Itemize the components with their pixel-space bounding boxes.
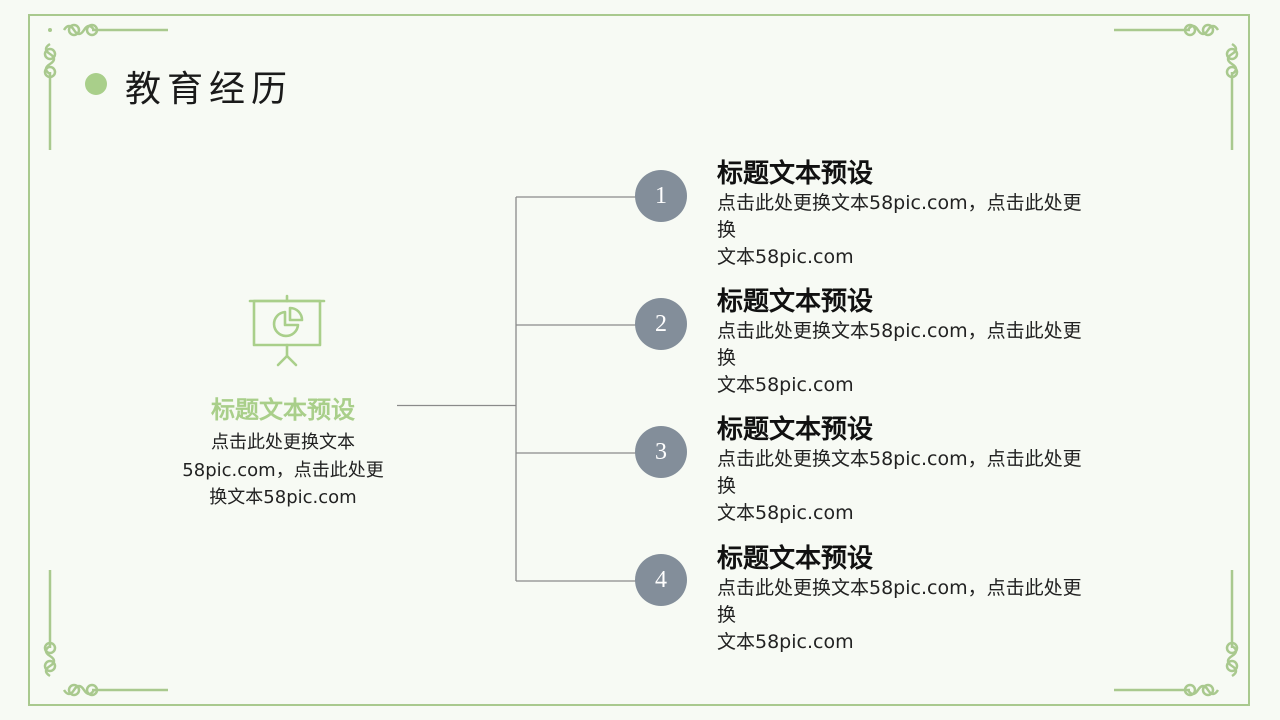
item-3-description: 点击此处更换文本58pic.com，点击此处更换 文本58pic.com [717,446,1097,527]
item-4-description: 点击此处更换文本58pic.com，点击此处更换 文本58pic.com [717,575,1097,656]
item-desc-line: 点击此处更换文本58pic.com，点击此处更换 [717,320,1082,369]
center-desc-line: 换文本58pic.com [209,487,357,508]
item-desc-line: 点击此处更换文本58pic.com，点击此处更换 [717,192,1082,241]
item-1-description: 点击此处更换文本58pic.com，点击此处更换 文本58pic.com [717,190,1097,271]
item-desc-line: 点击此处更换文本58pic.com，点击此处更换 [717,577,1082,626]
node-4: 4 [635,554,687,606]
presentation-chart-icon [248,294,326,367]
center-desc-line: 点击此处更换文本 [211,432,355,453]
item-desc-line: 点击此处更换文本58pic.com，点击此处更换 [717,448,1082,497]
node-3: 3 [635,426,687,478]
node-2: 2 [635,298,687,350]
page-frame [28,14,1250,706]
item-desc-line: 文本58pic.com [717,502,854,524]
ornament-top-right-icon [1114,23,1239,150]
item-desc-line: 文本58pic.com [717,246,854,268]
center-description: 点击此处更换文本 58pic.com，点击此处更 换文本58pic.com [170,429,396,512]
item-2-title: 标题文本预设 [717,287,874,317]
center-desc-line: 58pic.com，点击此处更 [182,459,384,481]
item-2-description: 点击此处更换文本58pic.com，点击此处更换 文本58pic.com [717,318,1097,399]
node-1: 1 [635,170,687,222]
ornament-top-left-icon [43,23,168,150]
item-desc-line: 文本58pic.com [717,631,854,653]
item-desc-line: 文本58pic.com [717,374,854,396]
page-title: 教育经历 [125,69,294,110]
item-3-title: 标题文本预设 [717,415,874,445]
item-1-title: 标题文本预设 [717,159,874,189]
item-4-title: 标题文本预设 [717,544,874,574]
ornament-bottom-left-icon [43,570,168,697]
ornament-bottom-right-icon [1114,570,1239,697]
center-title: 标题文本预设 [211,396,355,424]
title-bullet [85,73,107,95]
